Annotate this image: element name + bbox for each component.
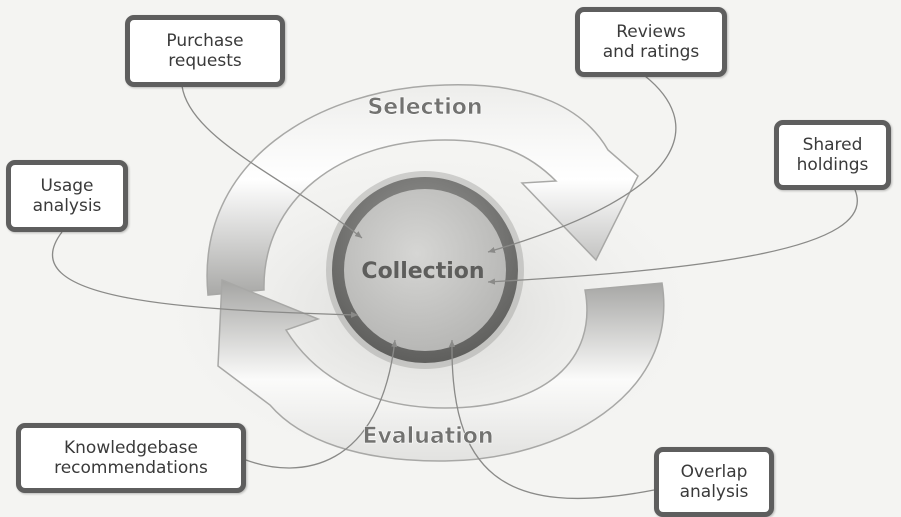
input-box-overlap-analysis: Overlap analysis <box>654 447 774 517</box>
stage-label-collection: Collection <box>361 259 484 284</box>
connector-overlap <box>448 339 655 499</box>
connector-knowledge <box>245 339 398 469</box>
input-label-reviews-ratings: Reviews and ratings <box>602 22 700 62</box>
input-box-shared-holdings: Shared holdings <box>774 120 891 190</box>
connector-lines <box>52 75 858 499</box>
input-label-shared-holdings: Shared holdings <box>796 135 869 175</box>
input-box-reviews-ratings: Reviews and ratings <box>575 7 727 77</box>
selection-arrow <box>206 84 639 296</box>
center-disk <box>344 189 506 351</box>
input-label-knowledgebase-recommendations: Knowledgebase recommendations <box>54 438 208 478</box>
input-box-knowledgebase-recommendations: Knowledgebase recommendations <box>16 423 246 493</box>
input-label-purchase-requests: Purchase requests <box>166 31 244 71</box>
input-label-overlap-analysis: Overlap analysis <box>679 462 749 502</box>
input-label-usage-analysis: Usage analysis <box>32 176 102 216</box>
stage-label-selection: Selection <box>367 95 482 120</box>
evaluation-arrow <box>217 278 665 462</box>
stage-label-evaluation: Evaluation <box>362 424 493 449</box>
input-box-purchase-requests: Purchase requests <box>125 15 285 87</box>
input-box-usage-analysis: Usage analysis <box>6 160 128 232</box>
connector-reviews <box>487 75 677 254</box>
connector-shared <box>487 189 858 285</box>
connector-usage <box>52 231 359 318</box>
connector-purchase <box>181 85 363 239</box>
